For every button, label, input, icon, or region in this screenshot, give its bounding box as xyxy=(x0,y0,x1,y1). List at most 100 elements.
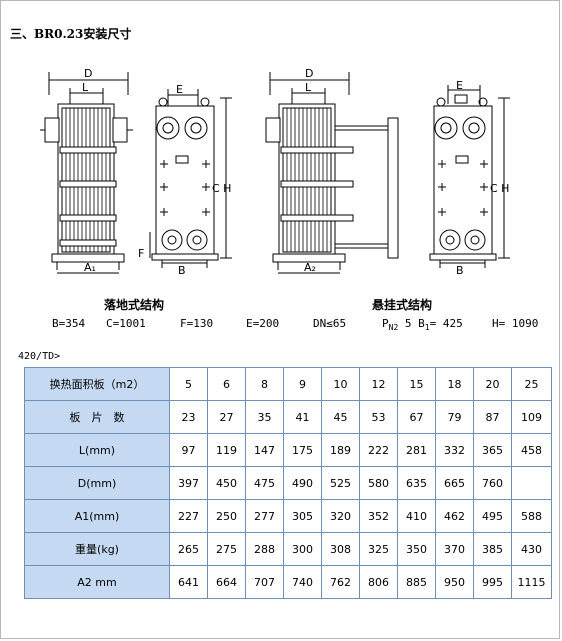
dim-label-ch-2: C H xyxy=(490,182,509,195)
table-cell: 25 xyxy=(511,367,552,401)
caption-hanging: 悬挂式结构 xyxy=(372,298,433,312)
table-cell: 97 xyxy=(169,433,208,467)
table-cell: 350 xyxy=(397,532,436,566)
spec-p-sub: N2 xyxy=(388,323,399,333)
row-header: A1(mm) xyxy=(24,499,170,533)
table-cell: 222 xyxy=(359,433,398,467)
table-cell: 495 xyxy=(473,499,512,533)
dim-label-e: E xyxy=(176,83,183,96)
dim-label-a2: A₂ xyxy=(304,261,316,274)
table-cell: 641 xyxy=(169,565,208,599)
table-cell: 277 xyxy=(245,499,284,533)
table-cell: 450 xyxy=(207,466,246,500)
table-cell: 250 xyxy=(207,499,246,533)
table-cell: 308 xyxy=(321,532,360,566)
table-cell: 67 xyxy=(397,400,436,434)
installation-drawing: D L A₁ E C H F B D L A₂ E C H B xyxy=(40,67,510,277)
spec-h: H= 1090 xyxy=(492,317,539,330)
dim-label-f: F xyxy=(138,247,144,260)
table-cell: 410 xyxy=(397,499,436,533)
table-cell: 5 xyxy=(169,367,208,401)
table-cell: 588 xyxy=(511,499,552,533)
row-header: L(mm) xyxy=(24,433,170,467)
table-cell: 281 xyxy=(397,433,436,467)
table-cell: 227 xyxy=(169,499,208,533)
stray-tag-text: 420/TD> xyxy=(18,351,61,362)
spec-f: F=130 xyxy=(180,317,214,330)
table-cell: 12 xyxy=(359,367,398,401)
table-cell: 580 xyxy=(359,466,398,500)
table-cell: 397 xyxy=(169,466,208,500)
dim-label-d-2: D xyxy=(305,67,313,80)
table-cell: 15 xyxy=(397,367,436,401)
table-cell: 147 xyxy=(245,433,284,467)
dim-label-b-2: B xyxy=(456,264,464,277)
table-cell: 6 xyxy=(207,367,246,401)
dim-label-ch: C H xyxy=(212,182,231,195)
row-header: 重量(kg) xyxy=(24,532,170,566)
table-cell: 305 xyxy=(283,499,322,533)
table-cell: 365 xyxy=(473,433,512,467)
table-cell: 189 xyxy=(321,433,360,467)
table-cell: 385 xyxy=(473,532,512,566)
spec-p-value: 5 B xyxy=(398,317,425,330)
dim-label-l: L xyxy=(82,81,89,94)
table-cell: 995 xyxy=(473,565,512,599)
table-cell: 332 xyxy=(435,433,474,467)
spec-p-b1: PN2 5 B1= 425 xyxy=(382,317,463,332)
spec-e: E=200 xyxy=(246,317,280,330)
table-cell: 490 xyxy=(283,466,322,500)
table-cell: 635 xyxy=(397,466,436,500)
table-cell: 35 xyxy=(245,400,284,434)
table-cell: 45 xyxy=(321,400,360,434)
table-cell: 665 xyxy=(435,466,474,500)
table-cell: 9 xyxy=(283,367,322,401)
table-cell: 885 xyxy=(397,565,436,599)
table-cell: 950 xyxy=(435,565,474,599)
dim-label-b: B xyxy=(178,264,186,277)
table-cell: 458 xyxy=(511,433,552,467)
dim-label-a1: A₁ xyxy=(84,261,96,274)
table-cell: 325 xyxy=(359,532,398,566)
table-cell: 275 xyxy=(207,532,246,566)
dim-label-e-2: E xyxy=(456,79,463,92)
table-cell: 87 xyxy=(473,400,512,434)
table-cell: 109 xyxy=(511,400,552,434)
table-cell: 41 xyxy=(283,400,322,434)
table-cell: 300 xyxy=(283,532,322,566)
table-cell: 10 xyxy=(321,367,360,401)
dim-label-d: D xyxy=(84,67,92,80)
row-header: D(mm) xyxy=(24,466,170,500)
table-cell: 762 xyxy=(321,565,360,599)
table-cell: 265 xyxy=(169,532,208,566)
spec-p-label: P xyxy=(382,317,389,330)
spec-b1-sub: 1 xyxy=(424,323,430,333)
table-cell: 288 xyxy=(245,532,284,566)
table-cell: 707 xyxy=(245,565,284,599)
row-header: A2 mm xyxy=(24,565,170,599)
table-cell: 352 xyxy=(359,499,398,533)
table-cell: 320 xyxy=(321,499,360,533)
table-cell: 8 xyxy=(245,367,284,401)
table-cell: 740 xyxy=(283,565,322,599)
row-header: 换热面积板（m2） xyxy=(24,367,170,401)
table-cell: 760 xyxy=(473,466,512,500)
table-cell: 175 xyxy=(283,433,322,467)
table-cell: 1115 xyxy=(511,565,552,599)
table-cell xyxy=(511,466,552,500)
table-cell: 119 xyxy=(207,433,246,467)
table-cell: 20 xyxy=(473,367,512,401)
table-cell: 462 xyxy=(435,499,474,533)
row-header: 板 片 数 xyxy=(24,400,170,434)
table-cell: 430 xyxy=(511,532,552,566)
table-cell: 53 xyxy=(359,400,398,434)
table-cell: 27 xyxy=(207,400,246,434)
